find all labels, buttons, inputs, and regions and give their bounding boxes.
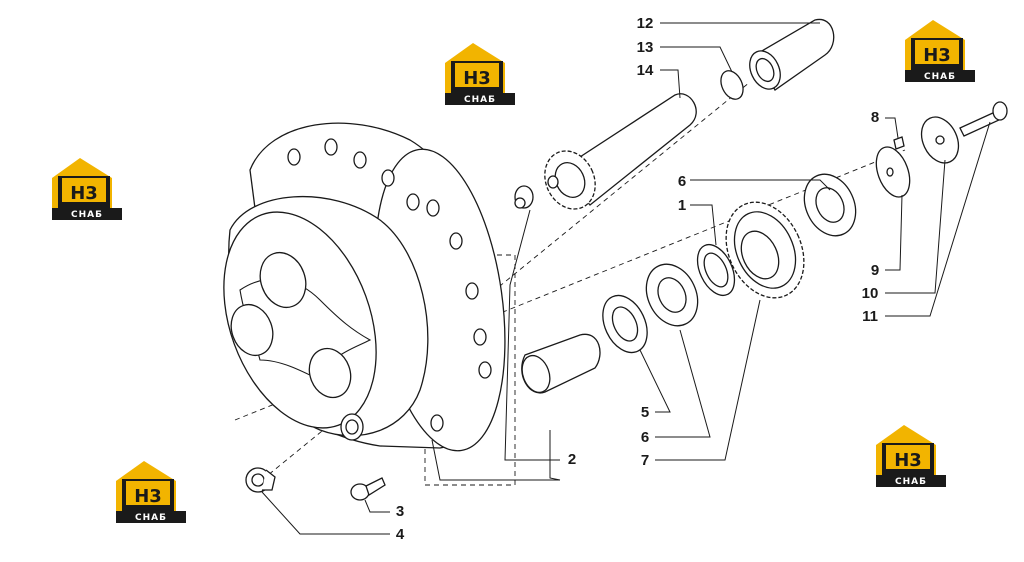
callout-12: 12 [637,15,654,32]
callout-6-upper: 6 [678,173,686,190]
callout-6-lower: 6 [641,429,649,446]
svg-text:H3: H3 [923,45,951,66]
part-2-pin [521,333,601,394]
svg-text:H3: H3 [894,450,922,471]
callout-13: 13 [637,39,654,56]
svg-text:CHAБ: CHAБ [135,513,167,523]
part-5-washer [602,294,648,354]
callout-14: 14 [637,62,654,79]
part-10-washer [920,116,960,164]
callout-3: 3 [396,503,404,520]
part-6-bearing-upper [803,173,857,237]
part-8-pin [893,136,905,150]
part-11-bolt [959,101,1008,137]
part-1-ring [696,243,736,297]
callout-1: 1 [678,197,686,214]
hub-housing [223,122,506,452]
callout-11: 11 [862,308,878,325]
part-7-gear [725,201,805,299]
svg-text:H3: H3 [70,183,98,204]
svg-text:CHAБ: CHAБ [924,72,956,82]
watermark-logo: H3 CHAБ [876,425,946,487]
watermark-logo: H3 CHAБ [52,158,122,220]
part-9-plate [875,146,911,198]
part-4-plug [245,467,276,493]
watermark-logo: H3 CHAБ [905,20,975,82]
leader-lines [261,22,991,535]
callout-2: 2 [568,451,576,468]
callout-9: 9 [871,262,879,279]
svg-text:H3: H3 [134,486,162,507]
callout-8: 8 [871,109,879,126]
callout-4: 4 [396,526,405,543]
callout-labels: 12 13 14 6 1 8 9 10 11 5 6 7 2 3 4 [396,15,879,543]
watermark-logo: H3 CHAБ [445,43,515,105]
watermark-logos: H3 CHAБ H3 CHAБ H3 CHAБ H3 CHAБ [52,20,975,523]
part-6-bearing-lower [645,263,699,327]
part-3-screw [350,477,386,501]
part-14-shaft [514,93,697,210]
part-12-sleeve [749,18,835,91]
svg-text:H3: H3 [463,68,491,89]
callout-10: 10 [862,285,879,302]
svg-text:CHAБ: CHAБ [71,210,103,220]
part-13-circlip [720,70,744,100]
callout-7: 7 [641,452,649,469]
svg-text:CHAБ: CHAБ [895,477,927,487]
callout-5: 5 [641,404,649,421]
svg-text:CHAБ: CHAБ [464,95,496,105]
watermark-logo: H3 CHAБ [116,461,186,523]
